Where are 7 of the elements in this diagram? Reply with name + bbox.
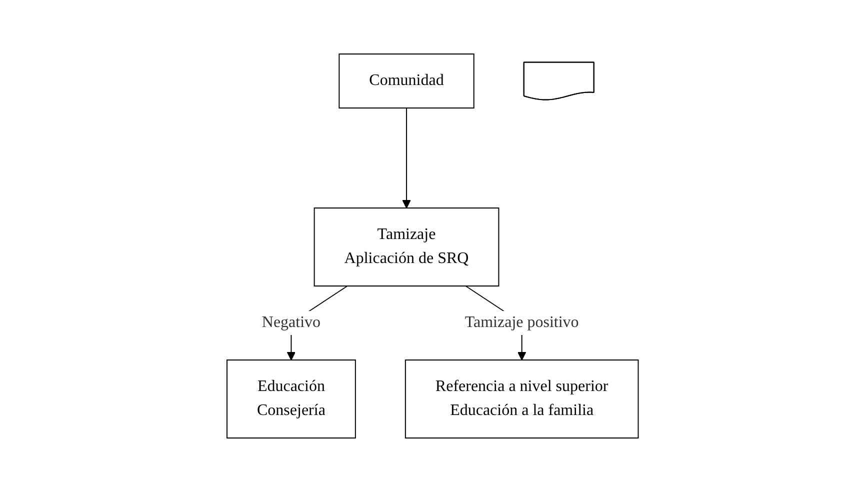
node-box: Comunidad — [338, 53, 474, 108]
node-box: Referencia a nivel superior Educación a la familia — [404, 359, 639, 438]
edge-label: Negativo — [262, 314, 320, 330]
node-box: Tamizaje Aplicación de SRQ — [314, 207, 500, 286]
node-box: Educación Consejería — [226, 359, 356, 438]
arrow — [402, 107, 411, 208]
edge-label: Tamizaje positivo — [464, 314, 579, 330]
